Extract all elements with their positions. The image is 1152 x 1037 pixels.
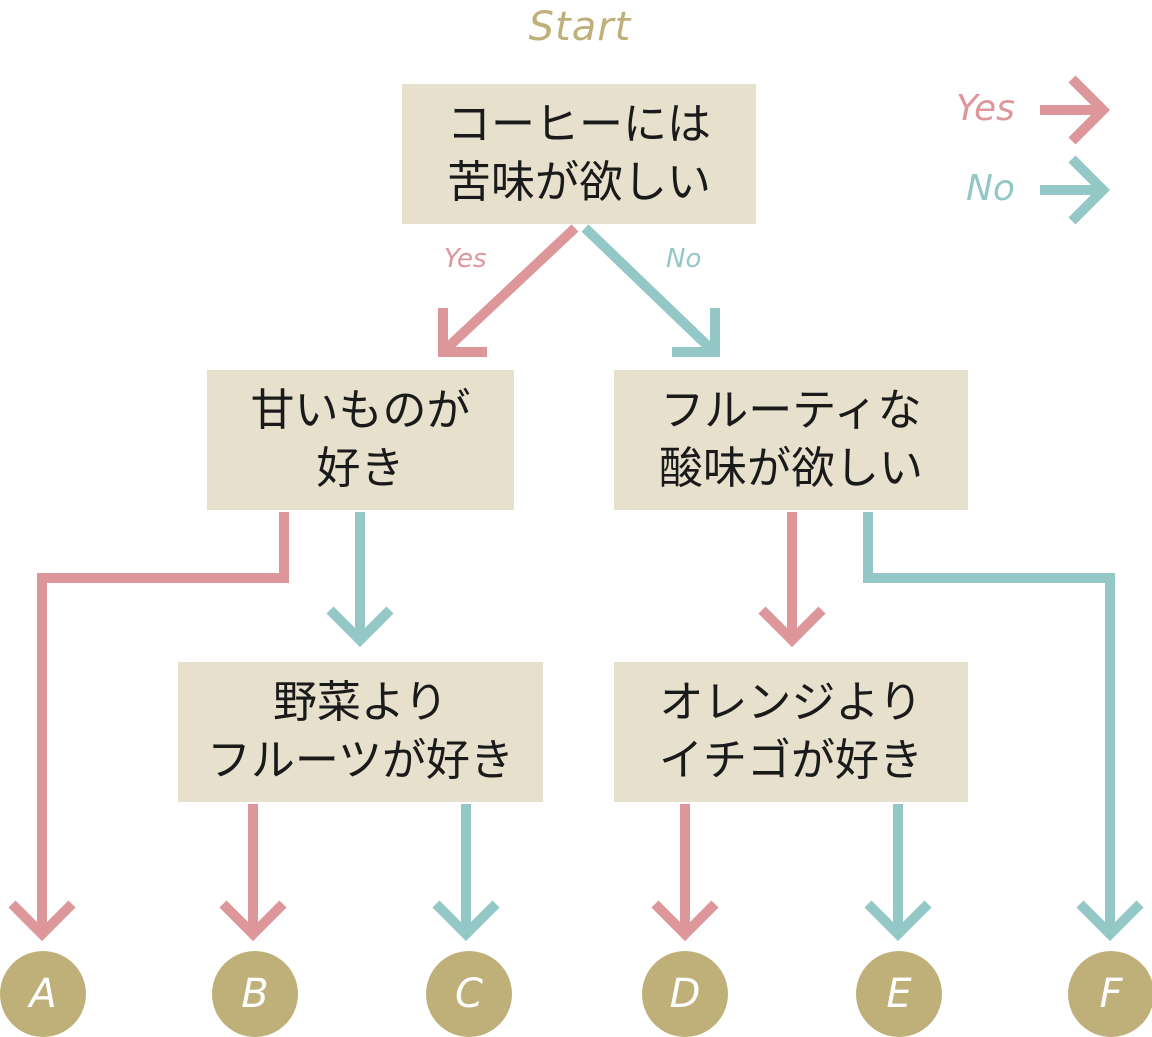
q2-no-arrow xyxy=(326,512,394,648)
result-b: B xyxy=(212,951,298,1037)
q1-line1: コーヒーには xyxy=(447,99,711,150)
start-label: Start xyxy=(528,4,632,50)
q3-line1: フルーティな xyxy=(660,385,922,436)
q2-line1: 甘いものが xyxy=(250,385,471,436)
q1-no-label: No xyxy=(666,244,702,274)
q5-no-arrow xyxy=(864,804,932,942)
q4-line1: 野菜より xyxy=(272,677,449,728)
q3-yes-arrow xyxy=(758,512,826,648)
q3-line2: 酸味が欲しい xyxy=(659,443,923,494)
question-box-q5: オレンジより イチゴが好き xyxy=(614,662,968,802)
legend-no-arrow xyxy=(1040,155,1111,225)
q3-no-arrow xyxy=(863,512,1144,942)
question-box-q4: 野菜より フルーツが好き xyxy=(178,662,543,802)
q5-line2: イチゴが好き xyxy=(659,735,923,786)
q4-line2: フルーツが好き xyxy=(206,735,515,786)
legend-yes-arrow xyxy=(1040,75,1111,145)
result-e: E xyxy=(856,951,942,1037)
question-box-q3: フルーティな 酸味が欲しい xyxy=(614,370,968,510)
question-box-q2: 甘いものが 好き xyxy=(207,370,514,510)
legend-no-label: No xyxy=(966,168,1015,209)
result-a: A xyxy=(0,951,86,1037)
q5-yes-arrow xyxy=(651,804,719,942)
q2-line2: 好き xyxy=(316,443,405,494)
legend-yes-label: Yes xyxy=(956,88,1015,129)
result-d: D xyxy=(642,951,728,1037)
q5-line1: オレンジより xyxy=(659,677,923,728)
result-c: C xyxy=(426,951,512,1037)
q4-no-arrow xyxy=(432,804,500,942)
q2-yes-arrow xyxy=(8,512,289,942)
q1-line2: 苦味が欲しい xyxy=(447,157,711,208)
q1-yes-label: Yes xyxy=(444,244,487,274)
question-box-q1: コーヒーには 苦味が欲しい xyxy=(402,84,756,224)
result-f: F xyxy=(1068,951,1152,1037)
q4-yes-arrow xyxy=(219,804,287,942)
q1-yes-arrow xyxy=(438,224,579,357)
q1-no-arrow xyxy=(581,224,720,357)
